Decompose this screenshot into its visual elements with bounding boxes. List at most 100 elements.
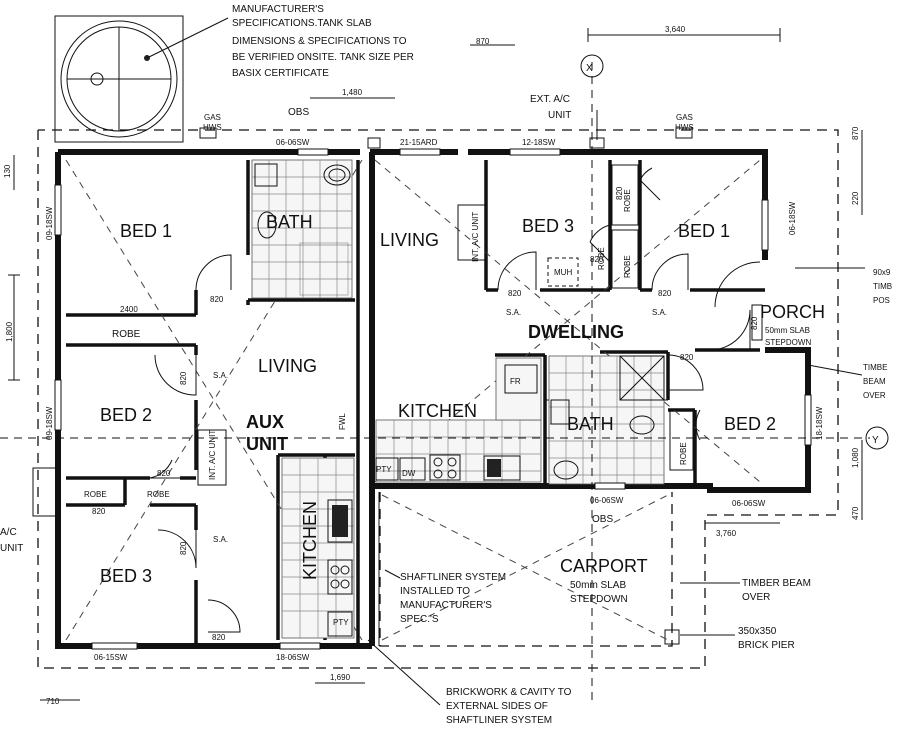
dim-right-870: 870	[851, 126, 860, 140]
gas-hws-line1: GAS	[204, 113, 221, 122]
brickwork-line1: BRICKWORK & CAVITY TO	[446, 687, 572, 698]
main-kitchen-tiles	[375, 357, 542, 483]
brickwork-line3: SHAFTLINER SYSTEM	[446, 715, 552, 726]
tank-note-line4: BE VERIFIED ONSITE. TANK SIZE PER	[232, 52, 414, 63]
tank-note-line3: DIMENSIONS & SPECIFICATIONS TO	[232, 36, 407, 47]
room-bed2-main: BED 2	[724, 414, 776, 434]
dim-right-470: 470	[851, 506, 860, 520]
carport-slab-line1: 50mm SLAB	[570, 580, 626, 591]
fixtures	[32, 127, 694, 517]
dim-bottom-710: 710	[46, 697, 60, 706]
door-aux-1: 820	[210, 295, 224, 304]
robe-width-label: 2400	[120, 305, 138, 314]
window-right-mid: 18-18SW	[815, 406, 824, 440]
aux-unit-label-1: AUX	[246, 412, 284, 432]
dim-obs-1480: 1,480	[342, 88, 363, 97]
gas-hws2-line2: HWS	[675, 123, 694, 132]
window-06-06sw: 06-06SW	[276, 138, 310, 147]
porch-slab-line1: 50mm SLAB	[765, 326, 810, 335]
int-ac-main: INT. A/C UNIT	[471, 212, 480, 262]
aux-bath-tiles	[251, 159, 353, 299]
timber-post-line2: TIMB	[873, 282, 892, 291]
shaftliner-line2: INSTALLED TO	[400, 586, 470, 597]
dim-left-130: 130	[3, 164, 12, 178]
door-aux-5: 820	[179, 541, 188, 555]
window-21-15ard: 21-15ARD	[400, 138, 438, 147]
room-bath-main: BATH	[567, 414, 614, 434]
room-kitchen-main: KITCHEN	[398, 401, 477, 421]
pty-aux: PTY	[333, 618, 349, 627]
fr-label: FR	[510, 377, 521, 386]
room-bath-aux: BATH	[266, 212, 313, 232]
robe-main-1: ROBE	[623, 189, 632, 212]
right-beam-line3: OVER	[863, 391, 886, 400]
tank-note-line5: BASIX CERTIFICATE	[232, 68, 329, 79]
tank-note-line1: MANUFACTURER'S	[232, 4, 324, 15]
dim-top-3640: 3,640	[665, 25, 686, 34]
obs-label-bottom: OBS	[592, 514, 613, 525]
brick-pier-line1: 350x350	[738, 626, 777, 637]
door-main-3: 820	[615, 186, 624, 200]
window-bottom-06-15sw: 06-15SW	[94, 653, 128, 662]
window-bath-06-06sw: 06-06SW	[590, 496, 624, 505]
ac-left-line1: A/C	[0, 527, 17, 538]
room-bed2-aux: BED 2	[100, 405, 152, 425]
door-main-1: 820	[508, 289, 522, 298]
brickwork-line2: EXTERNAL SIDES OF	[446, 701, 548, 712]
room-kitchen-aux: KITCHEN	[300, 501, 320, 580]
marker-x	[580, 54, 604, 78]
robe-main-2: ROBE	[623, 255, 632, 278]
tank-note-line2: SPECIFICATIONS.TANK SLAB	[232, 18, 372, 29]
door-main-6: 820	[750, 316, 759, 330]
porch-slab-line2: STEPDOWN	[765, 338, 811, 347]
ext-ac-line1: EXT. A/C	[530, 94, 570, 105]
robe-main-4: ROBE	[597, 247, 606, 270]
marker-x-label: X	[586, 63, 593, 74]
water-tank	[54, 15, 229, 143]
leader-lines	[367, 110, 865, 706]
door-main-2: 820	[590, 255, 604, 264]
room-living-main: LIVING	[380, 230, 439, 250]
right-beam-line1: TIMBE	[863, 363, 887, 372]
timber-beam-line1: TIMBER BEAM	[742, 578, 811, 589]
timber-post-line1: 90x9	[873, 268, 891, 277]
fwl-label: FWL	[338, 413, 347, 430]
door-aux-4: 820	[92, 507, 106, 516]
room-living-aux: LIVING	[258, 356, 317, 376]
shaftliner-line4: SPEC.'S	[400, 614, 439, 625]
door-aux-2: 820	[179, 371, 188, 385]
ac-left-line2: UNIT	[0, 543, 23, 554]
room-bed3-main: BED 3	[522, 216, 574, 236]
marker-y	[865, 426, 889, 450]
sa-aux-1: S.A.	[213, 371, 228, 380]
window-right-top: 06-18SW	[788, 201, 797, 235]
muh-label: MUH	[554, 268, 572, 277]
dim-right-3760: 3,760	[716, 529, 737, 538]
door-swings	[149, 167, 761, 633]
room-bed1-aux: BED 1	[120, 221, 172, 241]
robe-main-3: ROBE	[679, 442, 688, 465]
room-porch: PORCH	[760, 302, 825, 322]
window-12-18sw: 12-18SW	[522, 138, 556, 147]
dim-left-1800: 1,800	[5, 321, 14, 342]
dw-label: DW	[402, 469, 416, 478]
sa-aux-2: S.A.	[213, 535, 228, 544]
obs-label-top: OBS	[288, 107, 309, 118]
robe-aux-b: ROBE	[147, 490, 170, 499]
shaftliner-line3: MANUFACTURER'S	[400, 600, 492, 611]
window-left-mid: 09-18SW	[45, 406, 54, 440]
room-bed3-aux: BED 3	[100, 566, 152, 586]
carport	[378, 492, 680, 647]
roof-outline	[37, 129, 839, 669]
ext-ac-line2: UNIT	[548, 110, 571, 121]
main-bath-tiles	[548, 355, 665, 485]
door-aux-6: 820	[212, 633, 226, 642]
timber-beam-line2: OVER	[742, 592, 770, 603]
dim-right-1080: 1,080	[851, 447, 860, 468]
dim-bottom-1690: 1,690	[330, 673, 351, 682]
dwelling-label: DWELLING	[528, 322, 624, 342]
aux-kitchen-tiles	[281, 457, 355, 639]
door-main-4: 820	[658, 289, 672, 298]
right-beam-line2: BEAM	[863, 377, 886, 386]
